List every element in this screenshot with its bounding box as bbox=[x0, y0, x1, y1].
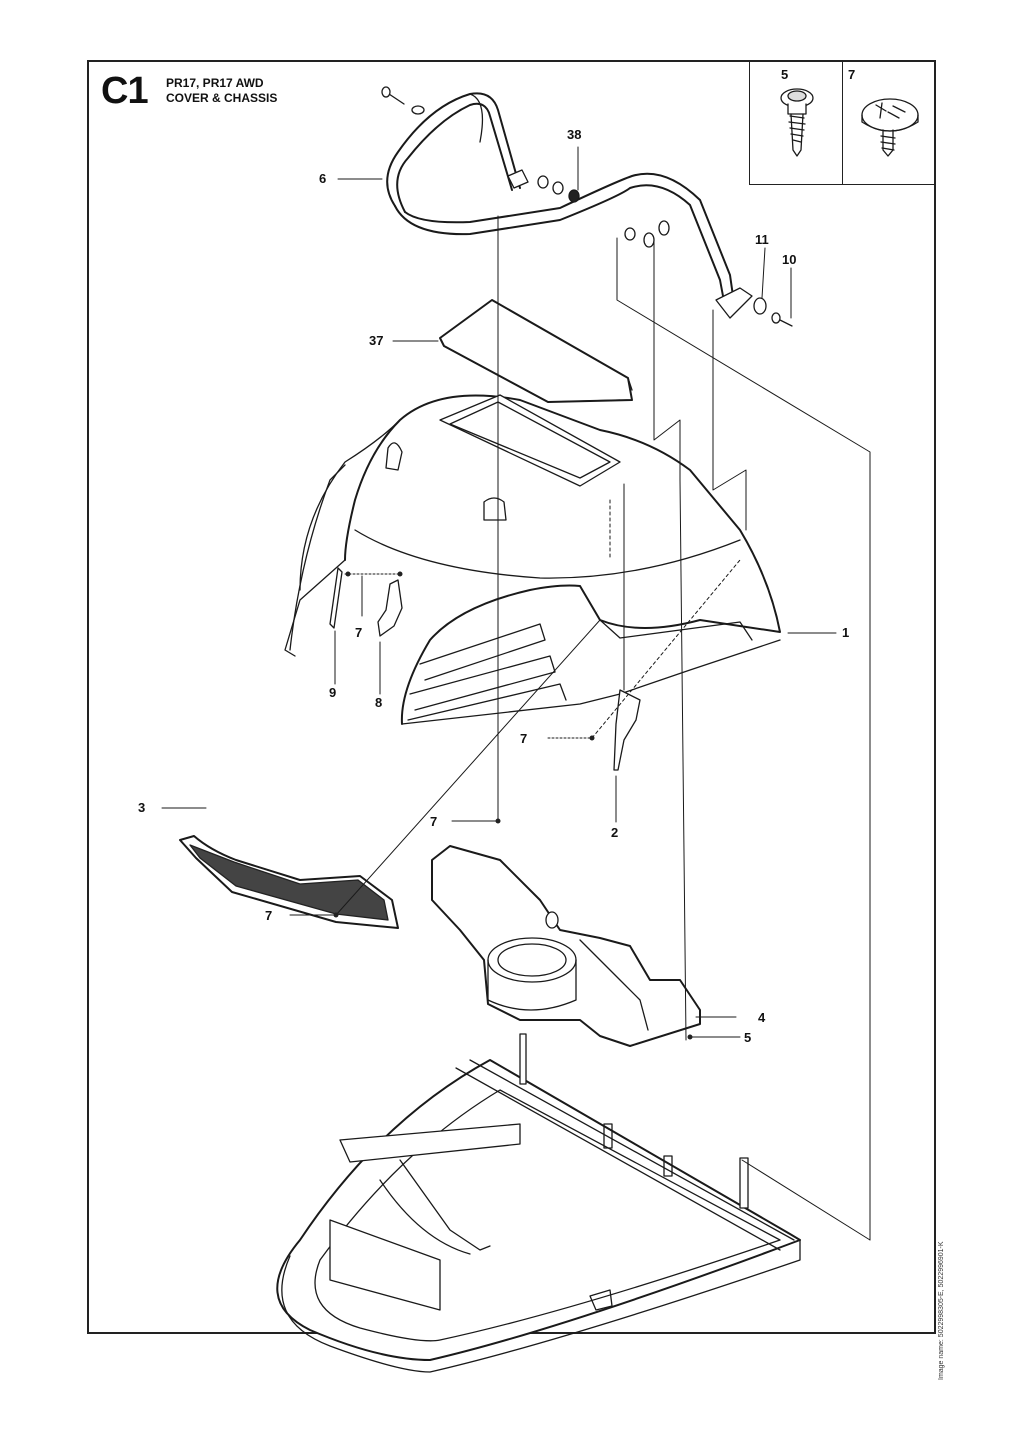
callout-2: 2 bbox=[611, 825, 619, 840]
callout-7-a: 7 bbox=[355, 625, 363, 640]
callout-5: 5 bbox=[744, 1030, 752, 1045]
fastener-inset bbox=[749, 62, 934, 185]
inset-label-5: 5 bbox=[781, 67, 789, 82]
model-line: PR17, PR17 AWD bbox=[166, 76, 264, 90]
callout-10: 10 bbox=[782, 252, 797, 267]
bolt-left bbox=[381, 86, 425, 115]
callout-7-b: 7 bbox=[520, 731, 528, 746]
chassis bbox=[276, 1033, 801, 1373]
callout-7-d: 7 bbox=[265, 908, 273, 923]
inset-divider bbox=[842, 62, 843, 184]
callout-38: 38 bbox=[567, 127, 582, 142]
section-code: C1 bbox=[101, 70, 149, 112]
part-6 bbox=[386, 92, 753, 319]
image-name-footer: Image name: 5022998305-E, 5022996901-K bbox=[938, 1241, 945, 1380]
part-37 bbox=[439, 299, 633, 403]
inset-label-7: 7 bbox=[848, 67, 856, 82]
part-4 bbox=[431, 845, 701, 1047]
part-1 bbox=[284, 394, 781, 725]
callout-8: 8 bbox=[375, 695, 383, 710]
callout-1: 1 bbox=[842, 625, 850, 640]
part-2 bbox=[613, 689, 641, 771]
callout-37: 37 bbox=[369, 333, 384, 348]
callout-3: 3 bbox=[138, 800, 146, 815]
part-9 bbox=[329, 567, 343, 629]
cross-head-screw-icon bbox=[861, 98, 919, 157]
screw-icon bbox=[780, 88, 814, 157]
section-title: COVER & CHASSIS bbox=[166, 91, 278, 105]
callout-9: 9 bbox=[329, 685, 337, 700]
leader-lines bbox=[161, 146, 871, 1241]
callout-7-c: 7 bbox=[430, 814, 438, 829]
callout-4: 4 bbox=[758, 1010, 766, 1025]
part-8 bbox=[377, 579, 403, 637]
part-3 bbox=[179, 835, 399, 929]
callout-6: 6 bbox=[319, 171, 327, 186]
callout-11: 11 bbox=[755, 232, 769, 247]
nut-stack-38 bbox=[537, 175, 580, 203]
callout-dots bbox=[333, 571, 693, 1040]
